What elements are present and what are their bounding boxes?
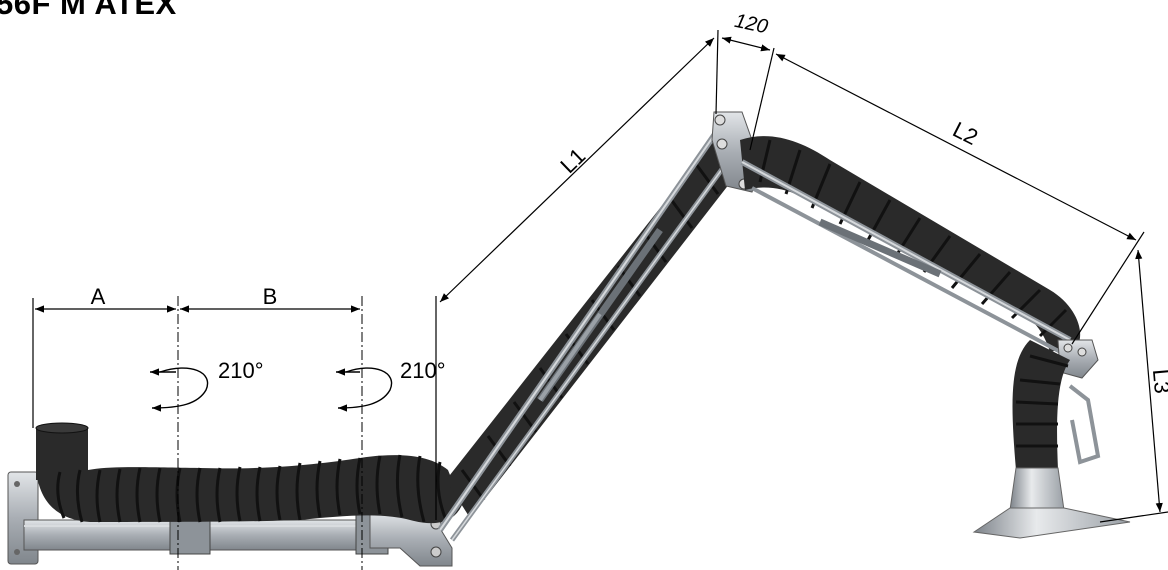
dimension-l2 — [775, 53, 1145, 345]
dimension-l2-label: L2 — [949, 117, 982, 150]
arm-segment-2 — [740, 136, 1081, 358]
rotation-axis-1 — [150, 296, 209, 570]
dimension-l3-label: L3 — [1148, 368, 1168, 395]
dimension-a-label: A — [91, 284, 106, 309]
dimension-a — [32, 298, 176, 428]
rotation-label-2: 210° — [400, 358, 446, 383]
dimension-l3 — [1099, 249, 1168, 523]
arm-segment-1 — [437, 122, 740, 542]
dimension-120-label: 120 — [733, 10, 770, 38]
dimension-b-label: B — [263, 284, 278, 309]
dimension-l1-label: L1 — [555, 143, 590, 178]
base-rail — [7, 471, 453, 567]
rotation-label-1: 210° — [218, 358, 264, 383]
dimension-120 — [721, 36, 775, 151]
dimension-l1 — [439, 29, 719, 303]
product-title: 56F M ATEX — [0, 0, 177, 21]
rotation-axis-2 — [336, 296, 393, 570]
hose-horizontal — [35, 422, 462, 524]
hood-assembly — [972, 339, 1131, 539]
